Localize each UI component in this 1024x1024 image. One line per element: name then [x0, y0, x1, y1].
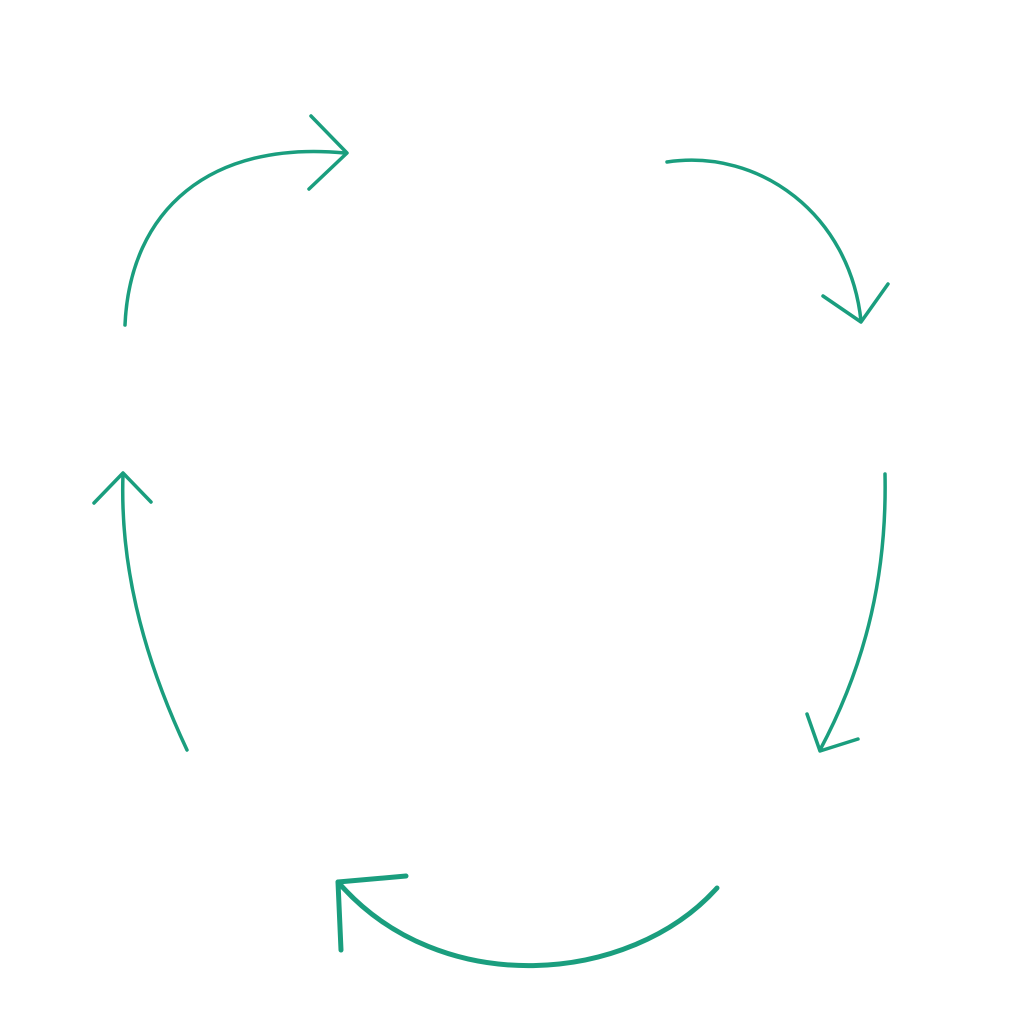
arrow-arc [818, 472, 887, 752]
curved-arrow-left-icon [335, 873, 720, 969]
arrow-head [805, 712, 860, 753]
arrow-head [821, 282, 890, 324]
arrow-head [92, 471, 153, 505]
arrow-arc [335, 879, 720, 969]
arrow-head [335, 873, 409, 953]
curved-arrow-right-icon [123, 114, 349, 327]
curved-arrow-down-left-icon [805, 472, 887, 753]
arrow-arc [120, 472, 189, 752]
arrow-arc [123, 149, 347, 327]
curved-arrow-down-icon [665, 158, 890, 324]
arrow-arc [665, 158, 863, 323]
arrow-head [307, 114, 349, 191]
curved-arrow-up-icon [92, 471, 189, 752]
